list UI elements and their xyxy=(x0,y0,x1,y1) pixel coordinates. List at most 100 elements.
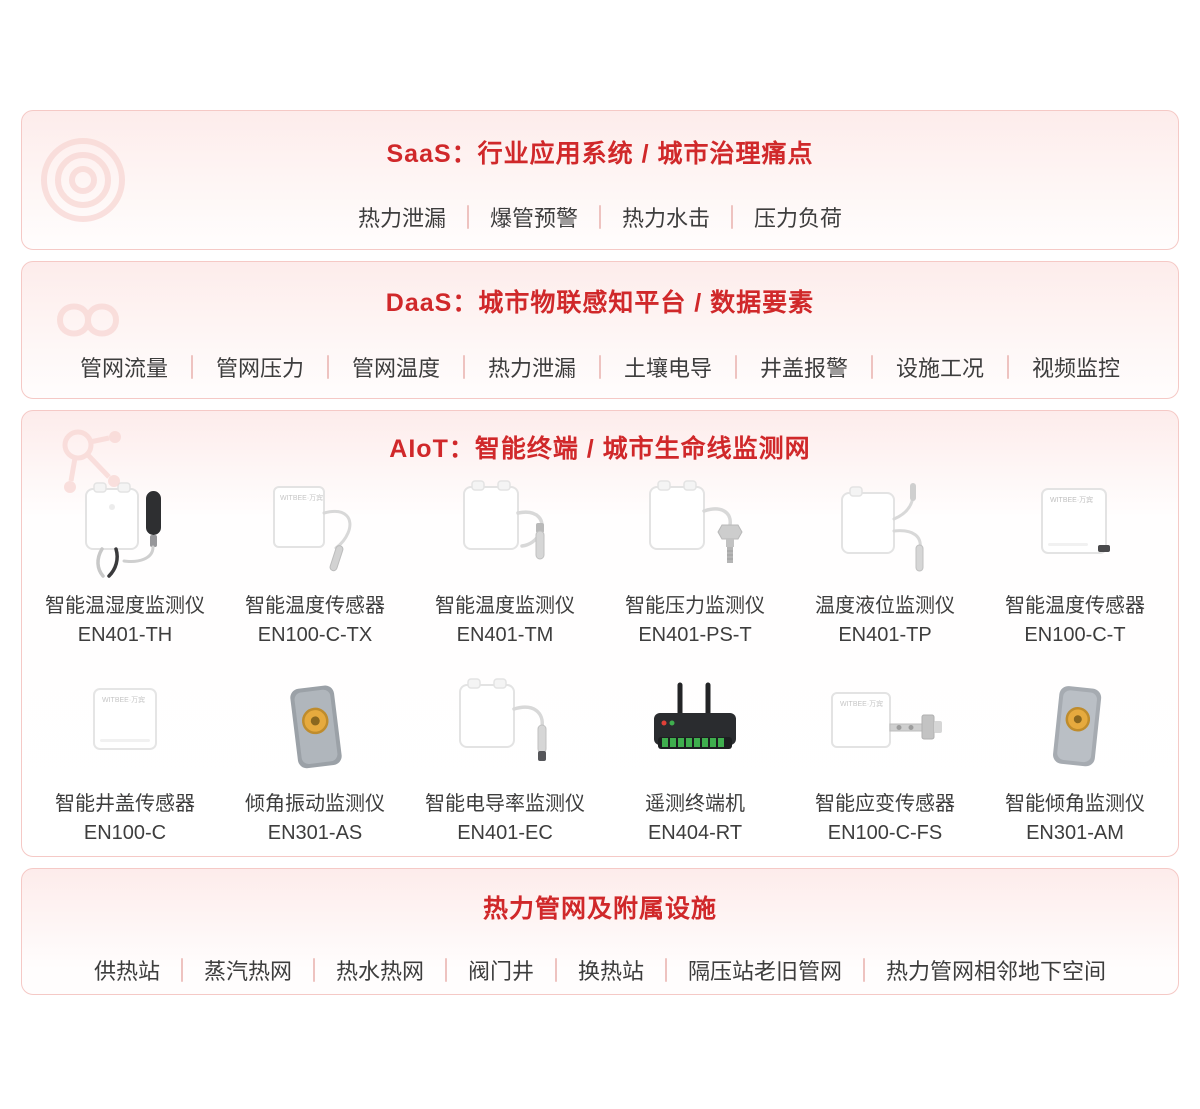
section-infra: 热力管网及附属设施 供热站 蒸汽热网 热水热网 阀门井 换热站 隔压站老旧管网 … xyxy=(21,868,1179,995)
product-card: WITBEE·万宾 智能温度传感器 EN100-C-TX xyxy=(220,479,410,647)
device-logo: WITBEE·万宾 xyxy=(1050,495,1093,504)
aiot-title: AIoT：智能终端 / 城市生命线监测网 xyxy=(389,435,811,463)
product-name: 智能温度传感器 xyxy=(245,595,385,617)
daas-items: 管网流量 管网压力 管网温度 热力泄漏 土壤电导 井盖报警 设施工况 视频监控 xyxy=(22,351,1178,383)
infra-item: 蒸汽热网 xyxy=(203,959,292,984)
item-divider xyxy=(871,355,874,379)
device-illustration xyxy=(1053,686,1102,767)
saas-items: 热力泄漏 爆管预警 热力水击 压力负荷 xyxy=(22,201,1178,233)
item-divider xyxy=(735,355,738,379)
saas-title: SaaS：行业应用系统 / 城市治理痛点 xyxy=(386,140,814,168)
product-name: 智能倾角监测仪 xyxy=(1005,793,1145,815)
product-card: 倾角振动监测仪 EN301-AS xyxy=(220,677,410,845)
product-name: 智能温湿度监测仪 xyxy=(45,595,205,617)
product-model: EN401-TH xyxy=(77,624,173,646)
device-illustration: WITBEE·万宾 xyxy=(273,486,352,572)
product-card: 遥测终端机 EN404-RT xyxy=(600,677,790,845)
infra-item: 隔压站老旧管网 xyxy=(688,959,843,984)
product-card: 智能温度监测仪 EN401-TM xyxy=(410,479,600,647)
product-model: EN401-TM xyxy=(456,624,554,646)
device-illustration xyxy=(459,678,547,761)
product-card: WITBEE·万宾 智能井盖传感器 EN100-C xyxy=(30,677,220,845)
product-name: 智能应变传感器 xyxy=(815,793,955,815)
infra-item: 换热站 xyxy=(578,959,645,984)
daas-item: 设施工况 xyxy=(896,356,985,381)
device-photo-en301-am xyxy=(980,677,1170,779)
device-illustration: WITBEE·万宾 xyxy=(831,692,942,748)
product-card: 智能电导率监测仪 EN401-EC xyxy=(410,677,600,845)
infra-item: 阀门井 xyxy=(467,959,534,984)
daas-item: 管网流量 xyxy=(79,356,168,381)
saas-item: 热力水击 xyxy=(622,206,711,231)
device-illustration: WITBEE·万宾 xyxy=(93,688,157,750)
device-photo-en401-th xyxy=(30,479,220,581)
product-card: WITBEE·万宾 智能应变传感器 EN100-C-FS xyxy=(790,677,980,845)
product-model: EN404-RT xyxy=(647,822,743,844)
product-model: EN301-AM xyxy=(1026,822,1124,844)
section-aiot: AIoT：智能终端 / 城市生命线监测网 xyxy=(21,410,1179,857)
item-divider xyxy=(444,958,447,982)
item-divider xyxy=(326,355,329,379)
daas-item: 管网压力 xyxy=(215,356,304,381)
device-illustration xyxy=(841,483,924,572)
product-model: EN100-C-T xyxy=(1024,624,1126,646)
daas-item: 管网温度 xyxy=(351,356,440,381)
device-photo-en404-rt xyxy=(600,677,790,779)
device-illustration xyxy=(290,685,342,769)
product-model: EN100-C xyxy=(83,822,167,844)
item-divider xyxy=(462,355,465,379)
device-photo-en401-ps-t xyxy=(600,479,790,581)
device-illustration xyxy=(85,482,161,578)
item-divider xyxy=(180,958,183,982)
item-divider xyxy=(863,958,866,982)
saas-item: 压力负荷 xyxy=(754,206,843,231)
product-model: EN401-EC xyxy=(457,822,553,844)
product-name: 智能温度监测仪 xyxy=(435,595,575,617)
product-card: 智能压力监测仪 EN401-PS-T xyxy=(600,479,790,647)
item-divider xyxy=(1007,355,1010,379)
device-logo: WITBEE·万宾 xyxy=(102,695,145,704)
infra-item: 供热站 xyxy=(93,959,160,984)
item-divider xyxy=(731,205,734,229)
infra-item: 热水热网 xyxy=(335,959,424,984)
item-divider xyxy=(599,205,601,229)
device-photo-en401-tm xyxy=(410,479,600,581)
product-name: 智能温度传感器 xyxy=(1005,595,1145,617)
product-name: 遥测终端机 xyxy=(645,793,745,815)
item-divider xyxy=(466,205,469,229)
section-daas: DaaS：城市物联感知平台 / 数据要素 管网流量 管网压力 管网温度 热力泄漏… xyxy=(21,261,1179,399)
item-divider xyxy=(190,355,193,379)
product-model: EN100-C-FS xyxy=(827,822,943,844)
product-card: WITBEE·万宾 智能温度传感器 EN100-C-T xyxy=(980,479,1170,647)
product-model: EN301-AS xyxy=(267,822,363,844)
daas-item: 热力泄漏 xyxy=(487,356,576,381)
device-photo-en100-c: WITBEE·万宾 xyxy=(30,677,220,779)
infra-item: 热力管网相邻地下空间 xyxy=(886,959,1107,984)
device-photo-en401-ec xyxy=(410,677,600,779)
device-illustration xyxy=(649,480,743,563)
device-logo: WITBEE·万宾 xyxy=(280,493,323,502)
device-photo-en401-tp xyxy=(790,479,980,581)
product-name: 温度液位监测仪 xyxy=(815,595,955,617)
product-model: EN401-TP xyxy=(838,624,932,646)
saas-item: 爆管预警 xyxy=(489,206,578,231)
device-illustration xyxy=(654,682,736,749)
device-photo-en100-c-tx: WITBEE·万宾 xyxy=(220,479,410,581)
aiot-product-grid: 智能温湿度监测仪 EN401-TH WITBEE·万宾 智能温度传感器 EN10… xyxy=(22,465,1178,845)
item-divider xyxy=(312,958,315,982)
section-saas: SaaS：行业应用系统 / 城市治理痛点 热力泄漏 爆管预警 热力水击 压力负荷 xyxy=(21,110,1179,250)
page: SaaS：行业应用系统 / 城市治理痛点 热力泄漏 爆管预警 热力水击 压力负荷… xyxy=(21,110,1179,995)
product-name: 倾角振动监测仪 xyxy=(245,793,385,815)
product-name: 智能井盖传感器 xyxy=(55,793,195,815)
daas-item: 视频监控 xyxy=(1032,356,1121,381)
infra-title: 热力管网及附属设施 xyxy=(482,895,717,923)
saas-item: 热力泄漏 xyxy=(357,206,446,231)
product-model: EN100-C-TX xyxy=(257,624,373,646)
item-divider xyxy=(665,958,668,982)
item-divider xyxy=(599,355,601,379)
product-name: 智能压力监测仪 xyxy=(625,595,765,617)
product-card: 智能倾角监测仪 EN301-AM xyxy=(980,677,1170,845)
product-model: EN401-PS-T xyxy=(638,624,752,646)
device-photo-en100-c-fs: WITBEE·万宾 xyxy=(790,677,980,779)
device-illustration: WITBEE·万宾 xyxy=(1041,488,1110,554)
